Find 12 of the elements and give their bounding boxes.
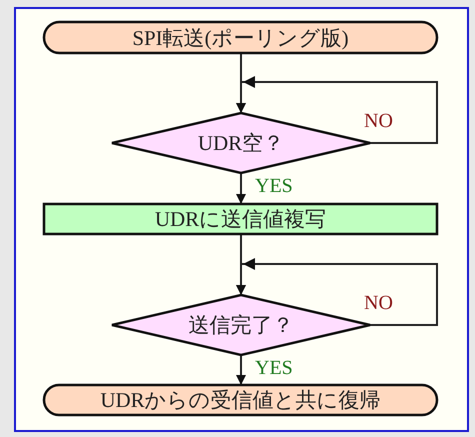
terminal-box — [44, 385, 437, 415]
node-label: UDRからの受信値と共に復帰 — [100, 387, 381, 414]
arrow — [236, 258, 438, 326]
terminal-box — [44, 22, 437, 53]
process-box — [44, 204, 437, 234]
arrow — [236, 76, 438, 144]
node-label: UDRに送信値複写 — [154, 206, 326, 233]
node-label: SPI転送(ポーリング版) — [132, 24, 349, 52]
node-label: 送信完了？ — [188, 312, 294, 339]
node-label: UDR空？ — [198, 130, 284, 157]
arrow — [236, 355, 246, 385]
arrow — [236, 173, 246, 204]
